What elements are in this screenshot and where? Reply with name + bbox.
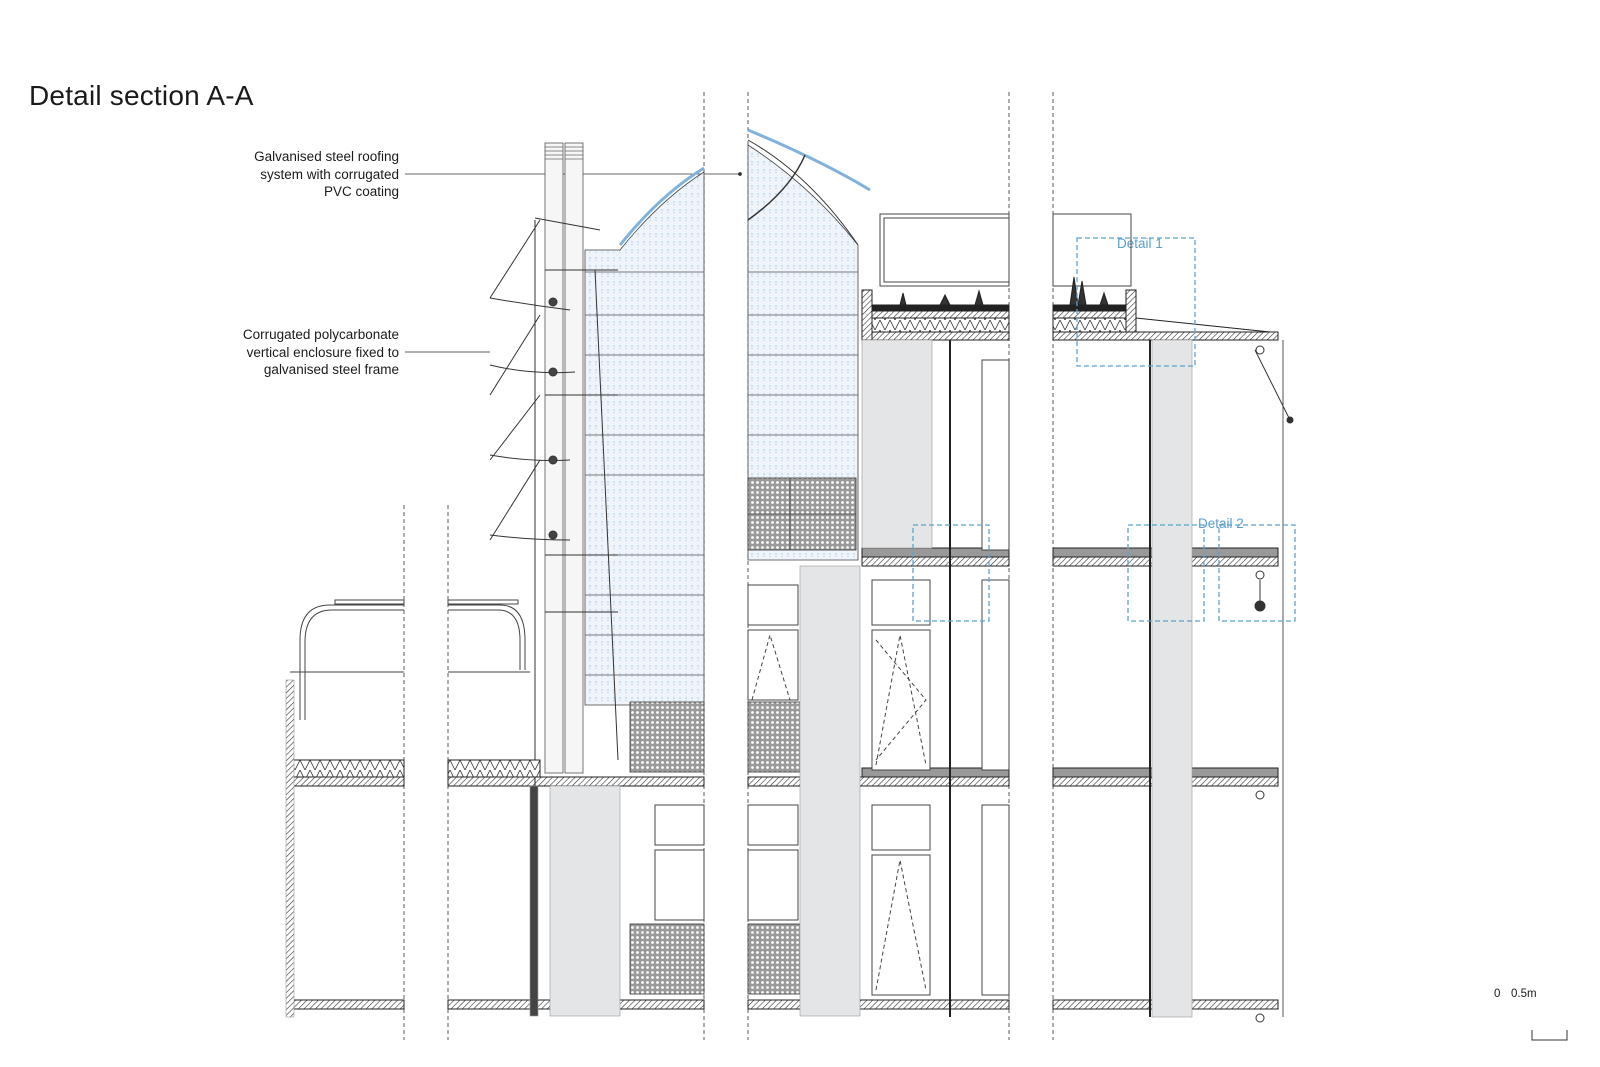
handrail bbox=[290, 599, 530, 720]
awning-hardware bbox=[1254, 345, 1294, 1023]
annotation-line: vertical enclosure fixed to bbox=[246, 344, 399, 360]
columns bbox=[285, 339, 1193, 1018]
annotation-enclosure: Corrugated polycarbonate vertical enclos… bbox=[199, 326, 399, 379]
annotation-roofing: Galvanised steel roofing system with cor… bbox=[199, 148, 399, 201]
detail-2-label: Detail 2 bbox=[1198, 516, 1244, 531]
detail-2-box-b bbox=[1127, 524, 1205, 622]
annotation-line: PVC coating bbox=[323, 184, 399, 199]
mullions bbox=[949, 340, 1284, 1017]
annotation-line: Corrugated polycarbonate bbox=[242, 327, 399, 342]
page-title: Detail section A-A bbox=[29, 80, 254, 111]
windows bbox=[654, 359, 1010, 996]
detail-1-box bbox=[1076, 237, 1196, 367]
annotation-line: galvanised steel frame bbox=[263, 362, 399, 377]
annotation-line: system with corrugated bbox=[260, 166, 399, 182]
scale-bar bbox=[1531, 1030, 1568, 1041]
scale-start: 0 bbox=[1494, 988, 1501, 1000]
detail-boxes bbox=[912, 237, 1296, 622]
detail-2-box-c bbox=[1218, 524, 1296, 622]
greenhouse bbox=[584, 128, 871, 995]
scale-end: 0.5m bbox=[1511, 988, 1537, 1000]
parapets bbox=[879, 213, 1132, 287]
detail-2-box-a bbox=[912, 524, 990, 622]
detail-1-label: Detail 1 bbox=[1117, 236, 1163, 251]
steel-frame bbox=[489, 217, 619, 761]
green-roof bbox=[861, 276, 1279, 341]
annotation-line: Galvanised steel roofing bbox=[254, 149, 399, 164]
